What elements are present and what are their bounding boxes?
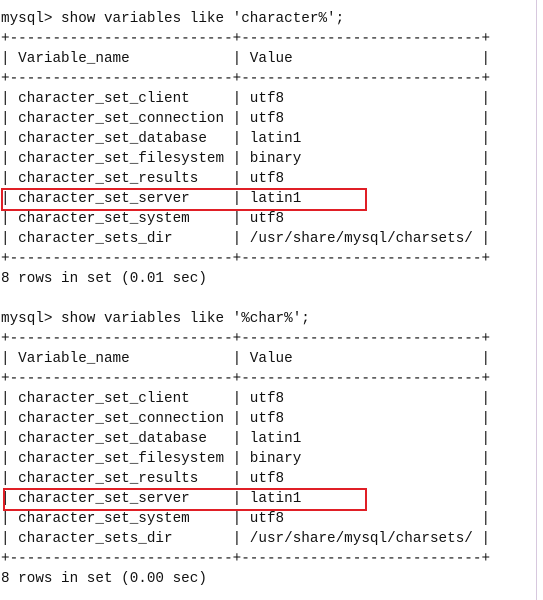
table-row: | character_set_results | utf8 |: [1, 471, 491, 487]
table-row-highlighted: | character_set_server | latin1 |: [1, 491, 491, 507]
table-row: | character_set_system | utf8 |: [1, 511, 491, 527]
table-row: | character_set_connection | utf8 |: [1, 111, 491, 127]
table-border-bottom: +--------------------------+------------…: [1, 551, 491, 567]
command-line: mysql> show variables like '%char%';: [1, 311, 310, 327]
result-summary: 8 rows in set (0.01 sec): [1, 271, 207, 287]
table-row: | character_set_filesystem | binary |: [1, 151, 491, 167]
table-row: | character_set_filesystem | binary |: [1, 451, 491, 467]
table-row: | character_sets_dir | /usr/share/mysql/…: [1, 531, 491, 547]
table-border-mid: +--------------------------+------------…: [1, 371, 491, 387]
table-border-bottom: +--------------------------+------------…: [1, 251, 491, 267]
table-row: | character_set_system | utf8 |: [1, 211, 491, 227]
table-row-highlighted: | character_set_server | latin1 |: [1, 191, 491, 207]
result-summary: 8 rows in set (0.00 sec): [1, 571, 207, 587]
table-row: | character_set_client | utf8 |: [1, 91, 491, 107]
command-line: mysql> show variables like 'character%';: [1, 11, 345, 27]
highlight-box: [3, 488, 367, 511]
table-border-top: +--------------------------+------------…: [1, 331, 491, 347]
table-header: | Variable_name | Value |: [1, 351, 491, 367]
table-row: | character_set_database | latin1 |: [1, 131, 491, 147]
table-row: | character_set_client | utf8 |: [1, 391, 491, 407]
table-row: | character_set_results | utf8 |: [1, 171, 491, 187]
table-row: | character_set_connection | utf8 |: [1, 411, 491, 427]
table-border-mid: +--------------------------+------------…: [1, 71, 491, 87]
table-header: | Variable_name | Value |: [1, 51, 491, 67]
table-row: | character_sets_dir | /usr/share/mysql/…: [1, 231, 491, 247]
right-border-line: [536, 0, 537, 600]
table-border-top: +--------------------------+------------…: [1, 31, 491, 47]
highlight-box: [1, 188, 367, 211]
table-row: | character_set_database | latin1 |: [1, 431, 491, 447]
